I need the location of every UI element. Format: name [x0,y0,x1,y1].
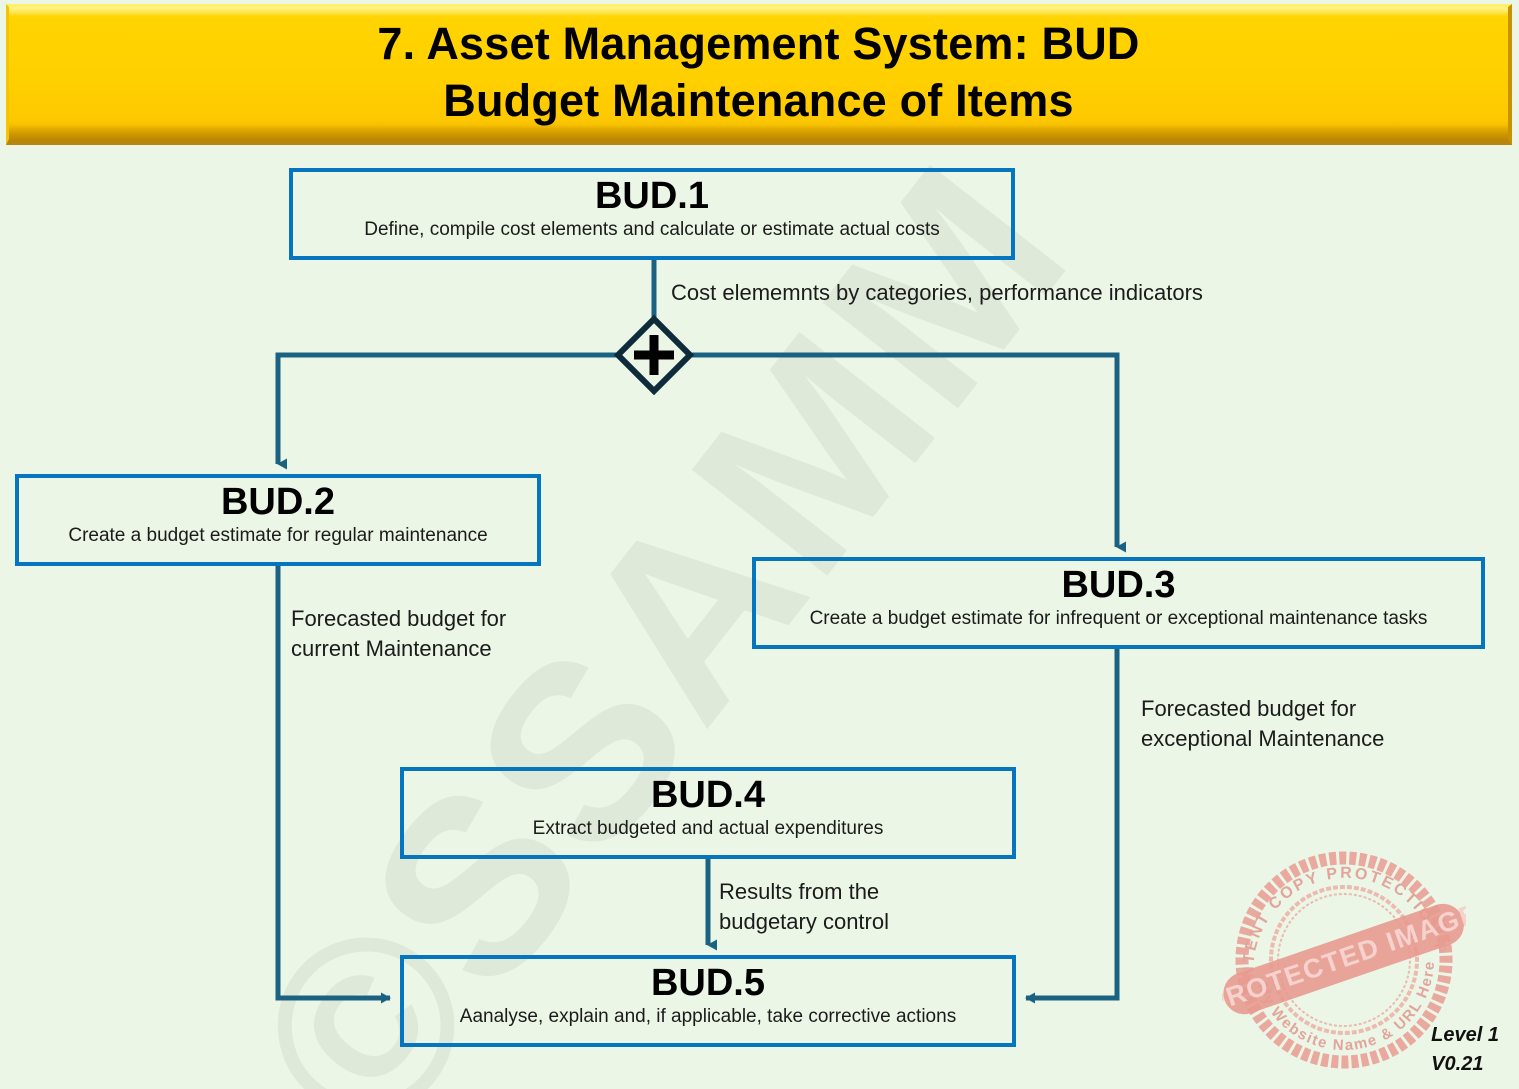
version-label: V0.21 [1431,1053,1484,1075]
node-id-bud4: BUD.4 [650,774,766,816]
stamp-banner-bar [1223,903,1464,1015]
edge-split-right [690,352,1126,553]
node-id-bud1: BUD.1 [594,175,710,217]
stamp-outer-ring [1235,851,1453,1069]
edge-split-left [275,352,618,470]
process-node-bud1[interactable]: BUD.1 Define, compile cost elements and … [289,168,1015,260]
node-desc-bud1: Define, compile cost elements and calcul… [364,219,940,241]
protected-image-stamp: WP CONTENT COPY PROTECTION PLUGIN My Web… [1222,838,1466,1069]
edge-label-bud2-bud5: Forecasted budget for current Maintenanc… [291,606,507,661]
node-id-bud5: BUD.5 [650,962,766,1004]
diagram-meta: Level 1 V0.21 [1431,1021,1499,1079]
level-label: Level 1 [1431,1024,1499,1046]
svg-text:My Website Name & URL Here: My Website Name & URL Here [1253,957,1449,1066]
stamp-bottom-arc-text: My Website Name & URL Here [1253,957,1449,1066]
stamp-inner-ring [1269,885,1419,1035]
process-node-bud2[interactable]: BUD.2 Create a budget estimate for regul… [15,474,541,566]
edge-bud3-to-bud5 [1025,649,1120,1004]
node-desc-bud4: Extract budgeted and actual expenditures [532,818,884,840]
edge-label-bud3-bud5: Forecasted budget for exceptional Mainte… [1141,696,1385,751]
edge-label-bud1-split: Cost elememnts by categories, performanc… [671,280,1203,305]
node-id-bud2: BUD.2 [220,481,336,523]
stamp-inner-ring-2 [1277,893,1411,1027]
node-id-bud3: BUD.3 [1061,564,1176,606]
node-desc-bud3: Create a budget estimate for infrequent … [809,608,1428,630]
page-title-line-2: Budget Maintenance of Items [443,75,1074,126]
and-split-junction [613,314,695,396]
edge-label-bud4-bud5: Results from the budgetary control [719,879,889,934]
process-node-bud4[interactable]: BUD.4 Extract budgeted and actual expend… [400,767,1016,859]
process-node-bud5[interactable]: BUD.5 Aanalyse, explain and, if applicab… [400,955,1016,1047]
stamp-top-arc-text: WP CONTENT COPY PROTECTION PLUGIN [1222,838,1450,988]
page-title-line-1: 7. Asset Management System: BUD [377,18,1140,70]
title-banner: 7. Asset Management System: BUD Budget M… [6,4,1512,145]
node-desc-bud2: Create a budget estimate for regular mai… [68,525,488,547]
process-node-bud3[interactable]: BUD.3 Create a budget estimate for infre… [752,557,1485,649]
svg-text:WP CONTENT COPY PROTECTION PLU: WP CONTENT COPY PROTECTION PLUGIN [1222,838,1450,988]
stamp-banner-text: PROTECTED IMAGE [1222,898,1466,1019]
node-desc-bud5: Aanalyse, explain and, if applicable, ta… [459,1006,957,1028]
